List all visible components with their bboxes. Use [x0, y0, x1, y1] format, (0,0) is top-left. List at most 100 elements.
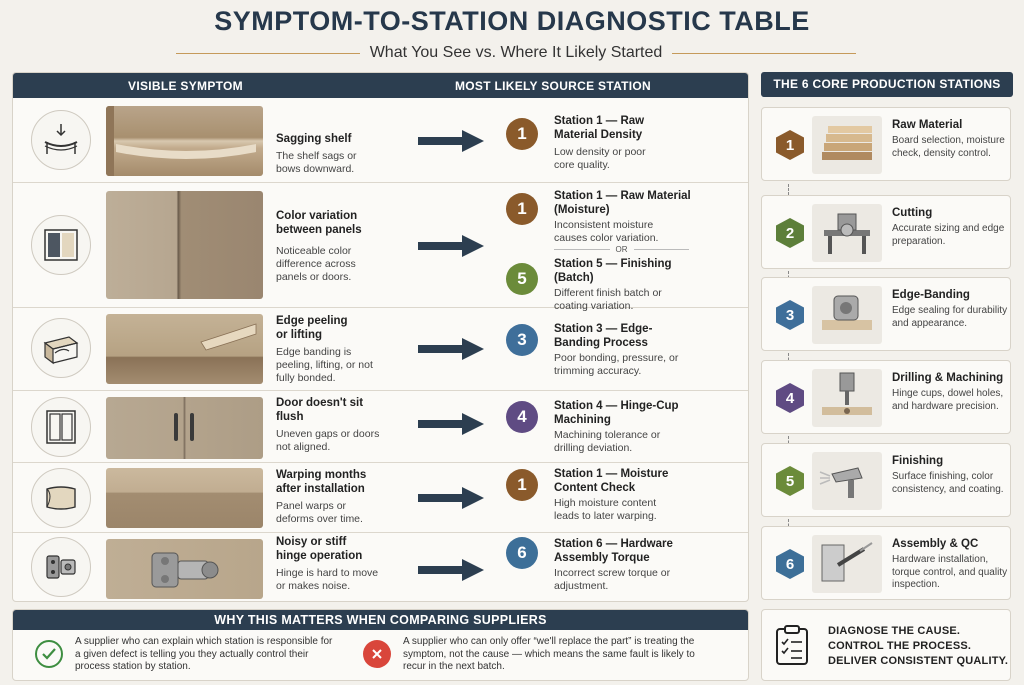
- source-title: Station 1 — Raw Material (Moisture): [554, 190, 691, 216]
- arrow-right-icon: [418, 559, 484, 581]
- station-card-5: 5 Finishing Surface finishing, color con…: [761, 443, 1011, 517]
- source-title: Station 6 — Hardware Assembly Torque: [554, 538, 673, 564]
- why-panel: WHY THIS MATTERS WHEN COMPARING SUPPLIER…: [12, 609, 749, 681]
- arrow-right-icon: [418, 235, 484, 257]
- edge-peeling-photo: [106, 314, 263, 384]
- source-desc: Inconsistent moisture causes color varia…: [554, 219, 659, 244]
- symptom-title: Edge peeling or lifting: [276, 315, 348, 341]
- symptom-desc: Noticeable color difference across panel…: [276, 245, 356, 283]
- why-header: WHY THIS MATTERS WHEN COMPARING SUPPLIER…: [13, 610, 748, 630]
- symptom-title: Noisy or stiff hinge operation: [276, 536, 363, 562]
- why-good-text: A supplier who can explain which station…: [75, 636, 333, 672]
- station-hex-badge: 6: [776, 549, 804, 579]
- table-row: Sagging shelf The shelf sags or bows dow…: [13, 98, 748, 183]
- table-row: Color variation between panels Noticeabl…: [13, 183, 748, 312]
- station-title: Raw Material: [892, 119, 963, 131]
- symptom-title: Warping months after installation: [276, 469, 367, 495]
- stations-header: THE 6 CORE PRODUCTION STATIONS: [761, 72, 1013, 97]
- col-header-symptom: VISIBLE SYMPTOM: [128, 78, 243, 93]
- station-card-3: 3 Edge-Banding Edge sealing for durabili…: [761, 277, 1011, 351]
- arrow-right-icon: [418, 413, 484, 435]
- source-desc: Low density or poor core quality.: [554, 146, 646, 171]
- station-card-6: 6 Assembly & QC Hardware installation, t…: [761, 526, 1011, 600]
- table-row: Door doesn't sit flush Uneven gaps or do…: [13, 391, 748, 463]
- saw-machine-icon: [812, 204, 882, 262]
- station-title: Finishing: [892, 455, 944, 467]
- station-hex-badge: 5: [776, 466, 804, 496]
- door-icon: [31, 397, 91, 457]
- warped-panel-icon: [31, 468, 91, 528]
- color-variation-photo: [106, 191, 263, 299]
- screwdriver-icon: [812, 535, 882, 593]
- diagnostic-table: VISIBLE SYMPTOM MOST LIKELY SOURCE STATI…: [12, 72, 749, 602]
- table-row: Edge peeling or lifting Edge banding is …: [13, 308, 748, 391]
- page-title: SYMPTOM-TO-STATION DIAGNOSTIC TABLE: [214, 6, 810, 36]
- subtitle-rule-right: [672, 52, 856, 54]
- station-desc: Board selection, moisture check, density…: [892, 135, 1005, 159]
- station-hex-badge: 4: [776, 383, 804, 413]
- symptom-desc: Uneven gaps or doors not aligned.: [276, 428, 380, 453]
- station-desc: Hinge cups, dowel holes, and hardware pr…: [892, 388, 1004, 412]
- boards-stack-icon: [812, 116, 882, 174]
- subtitle-rule-left: [176, 52, 360, 54]
- door-flush-photo: [106, 397, 263, 459]
- station-desc: Accurate sizing and edge preparation.: [892, 223, 1005, 247]
- symptom-title: Door doesn't sit flush: [276, 397, 364, 423]
- station-number-badge: 1: [506, 469, 538, 501]
- diagnose-line-1: DIAGNOSE THE CAUSE.: [828, 625, 961, 637]
- station-number-badge: 6: [506, 537, 538, 569]
- station-number-badge: 3: [506, 324, 538, 356]
- arrow-right-icon: [418, 130, 484, 152]
- station-title: Edge-Banding: [892, 289, 970, 301]
- page-subtitle: What You See vs. Where It Likely Started: [369, 44, 663, 61]
- or-divider: OR: [554, 243, 689, 255]
- subtitle-bar: What You See vs. Where It Likely Started: [176, 42, 856, 64]
- source-desc: Different finish batch or coating variat…: [554, 287, 662, 312]
- arrow-right-icon: [418, 338, 484, 360]
- why-bad-text: A supplier who can only offer “we'll rep…: [403, 636, 695, 672]
- checkmark-icon: [35, 640, 63, 668]
- station-desc: Surface finishing, color consistency, an…: [892, 471, 1004, 495]
- station-title: Cutting: [892, 207, 933, 219]
- col-header-source: MOST LIKELY SOURCE STATION: [454, 78, 652, 93]
- clipboard-checklist-icon: [774, 624, 810, 671]
- warping-photo: [106, 468, 263, 528]
- arrow-right-icon: [418, 487, 484, 509]
- cross-icon: [363, 640, 391, 668]
- symptom-title: Color variation between panels: [276, 210, 362, 236]
- why-bad: A supplier who can only offer “we'll rep…: [363, 636, 703, 674]
- drill-press-icon: [812, 369, 882, 427]
- source-title: Station 5 — Finishing (Batch): [554, 258, 672, 284]
- station-number-badge: 5: [506, 263, 538, 295]
- diagnose-line-3: DELIVER CONSISTENT QUALITY.: [828, 655, 1009, 667]
- station-hex-badge: 1: [776, 130, 804, 160]
- station-number-badge: 4: [506, 401, 538, 433]
- source-desc: High moisture content leads to later war…: [554, 497, 657, 522]
- station-hex-badge: 2: [776, 218, 804, 248]
- station-title: Assembly & QC: [892, 538, 979, 550]
- stations-panel: THE 6 CORE PRODUCTION STATIONS 1 Raw Mat…: [761, 72, 1013, 602]
- or-label: OR: [615, 244, 628, 254]
- diagnose-callout: DIAGNOSE THE CAUSE. CONTROL THE PROCESS.…: [761, 609, 1011, 681]
- why-good: A supplier who can explain which station…: [35, 636, 337, 674]
- symptom-desc: The shelf sags or bows downward.: [276, 150, 357, 175]
- source-desc: Poor bonding, pressure, or trimming accu…: [554, 352, 679, 377]
- diagnose-line-2: CONTROL THE PROCESS.: [828, 640, 972, 652]
- source-desc: Incorrect screw torque or adjustment.: [554, 567, 671, 592]
- symptom-title: Sagging shelf: [276, 133, 352, 145]
- station-number-badge: 1: [506, 193, 538, 225]
- station-card-2: 2 Cutting Accurate sizing and edge prepa…: [761, 195, 1011, 269]
- symptom-desc: Hinge is hard to move or makes noise.: [276, 567, 379, 592]
- table-row: Noisy or stiff hinge operation Hinge is …: [13, 533, 748, 601]
- table-row: Warping months after installation Panel …: [13, 463, 748, 533]
- edge-peeling-icon: [31, 318, 91, 378]
- symptom-desc: Edge banding is peeling, lifting, or not…: [276, 346, 373, 384]
- station-desc: Edge sealing for durability and appearan…: [892, 305, 1008, 329]
- station-card-1: 1 Raw Material Board selection, moisture…: [761, 107, 1011, 181]
- source-title: Station 4 — Hinge-Cup Machining: [554, 400, 679, 426]
- station-title: Drilling & Machining: [892, 372, 1004, 384]
- hinge-photo: [106, 539, 263, 599]
- station-card-4: 4 Drilling & Machining Hinge cups, dowel…: [761, 360, 1011, 434]
- station-hex-badge: 3: [776, 300, 804, 330]
- hinge-icon: [31, 537, 91, 597]
